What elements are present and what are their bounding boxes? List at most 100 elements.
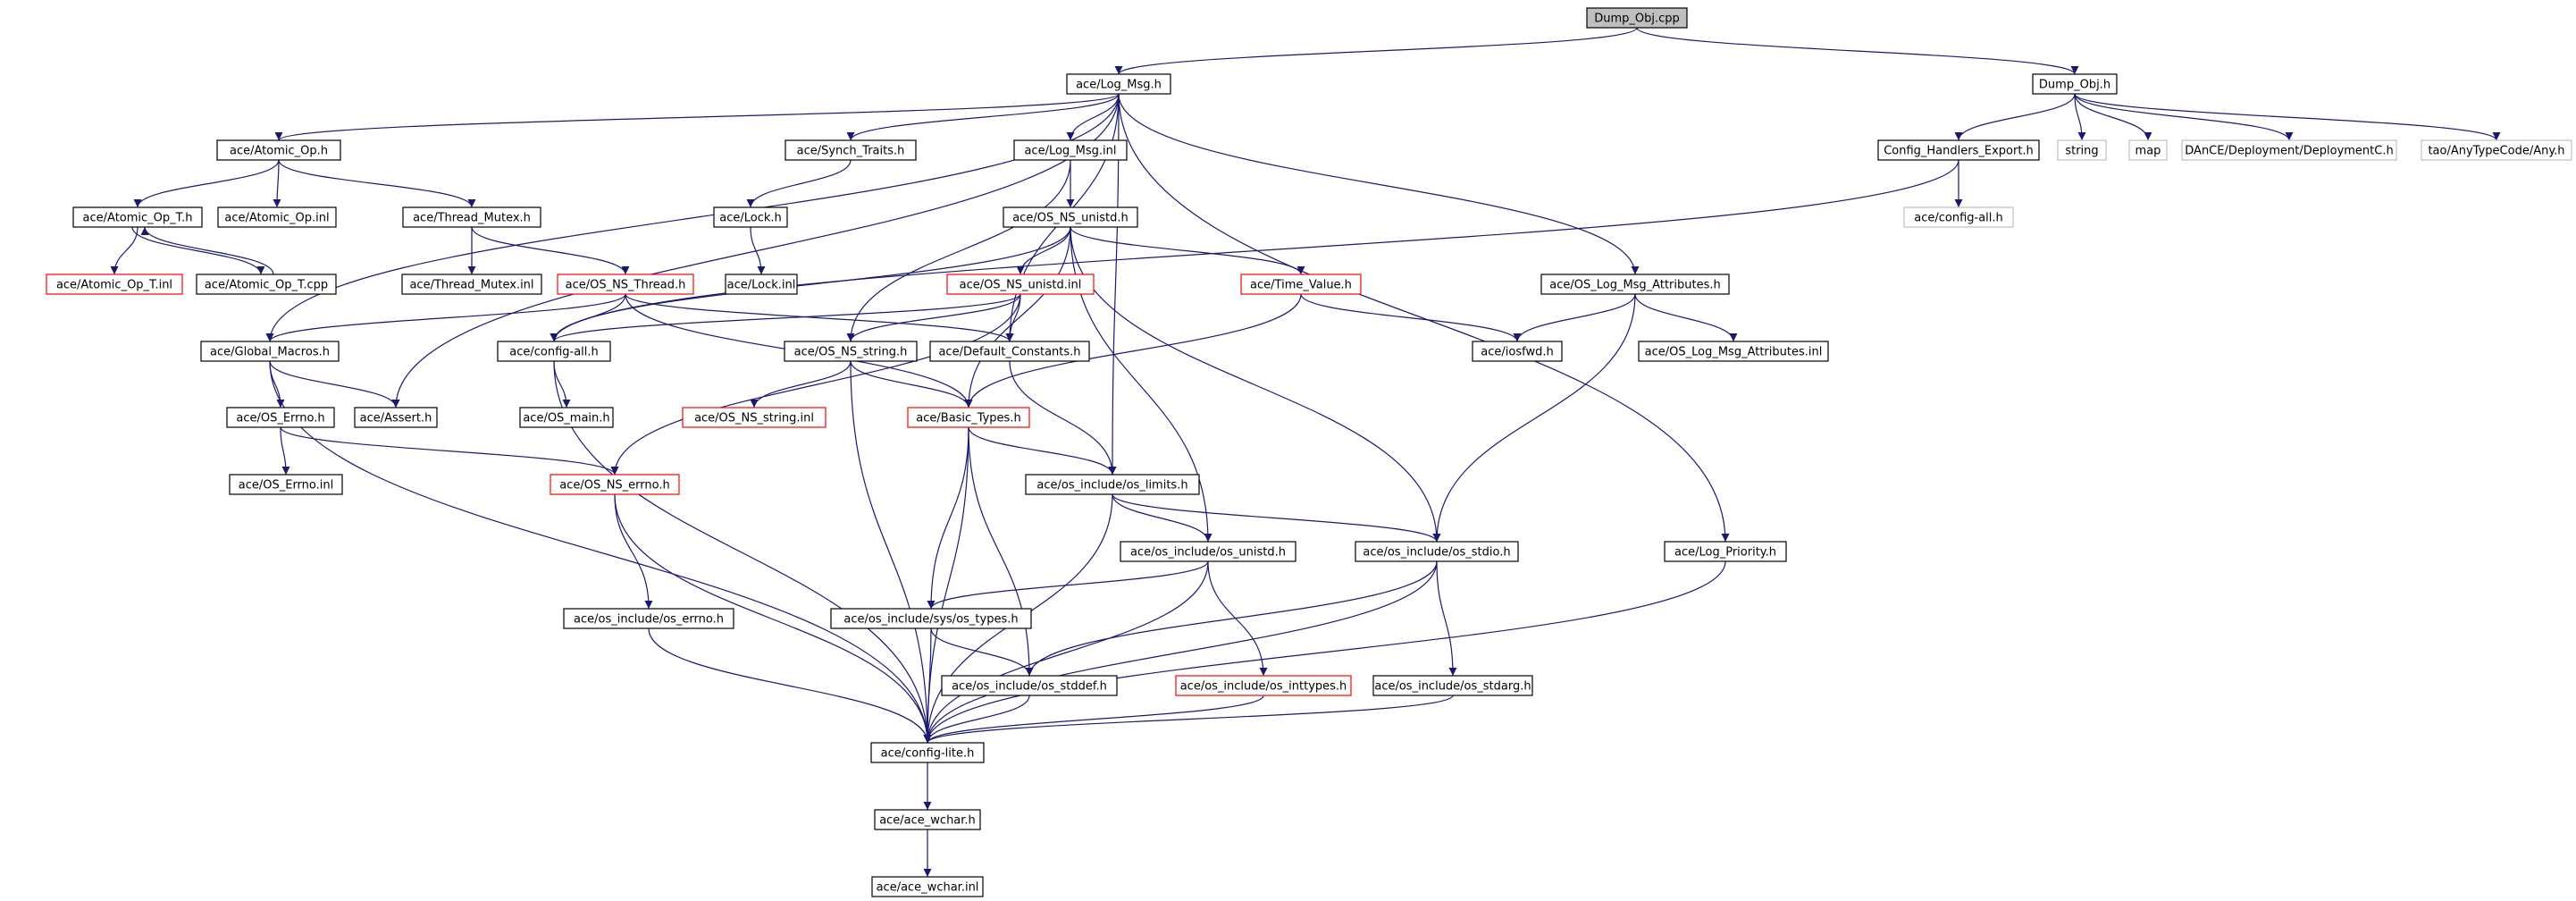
node-log_msg_h[interactable]: ace/Log_Msg.h: [1066, 73, 1171, 95]
node-label: ace/config-all.h: [1914, 212, 2003, 225]
node-os_limits_h[interactable]: ace/os_include/os_limits.h: [1025, 474, 1200, 495]
edge-os_inttypes_h-to-config_lite_h: [923, 695, 1264, 744]
node-os_ns_unistd_h[interactable]: ace/OS_NS_unistd.h: [1003, 206, 1138, 228]
node-assert_h[interactable]: ace/Assert.h: [354, 407, 438, 428]
edge-dump_obj_h-to-anytypecode_any_h: [2074, 93, 2501, 141]
edge-os_limits_h-to-os_stdio_h: [1112, 493, 1441, 543]
node-box: [1355, 541, 1519, 562]
node-dump_obj_cpp[interactable]: Dump_Obj.cpp: [1586, 7, 1688, 29]
node-label: ace/Assert.h: [360, 412, 432, 425]
node-deploymentc_h[interactable]: DAnCE/Deployment/DeploymentC.h: [2181, 139, 2397, 161]
node-os_ns_thread_h[interactable]: ace/OS_NS_Thread.h: [557, 274, 694, 295]
node-config_all_gray[interactable]: ace/config-all.h: [1903, 206, 2014, 228]
node-atomic_op_t_h[interactable]: ace/Atomic_Op_T.h: [72, 206, 203, 228]
node-os_log_msg_attributes_h[interactable]: ace/OS_Log_Msg_Attributes.h: [1540, 274, 1730, 295]
node-anytypecode_any_h[interactable]: tao/AnyTypeCode/Any.h: [2421, 139, 2572, 161]
node-atomic_op_t_cpp[interactable]: ace/Atomic_Op_T.cpp: [196, 274, 337, 295]
node-label: ace/Lock.inl: [727, 279, 796, 292]
node-os_stddef_h[interactable]: ace/os_include/os_stddef.h: [941, 675, 1118, 696]
edge-os_ns_string_h-to-config_lite_h: [850, 360, 932, 744]
node-config_lite_h[interactable]: ace/config-lite.h: [870, 742, 985, 763]
edge-os_ns_string_h-to-os_ns_string_inl: [750, 360, 852, 408]
node-os_errno_inc_h[interactable]: ace/os_include/os_errno.h: [563, 608, 734, 629]
node-box: [1066, 73, 1171, 95]
edge-log_msg_h-to-os_log_msg_attributes_h: [1118, 93, 1640, 275]
node-atomic_op_inl[interactable]: ace/Atomic_Op.inl: [217, 206, 337, 228]
node-atomic_op_t_inl[interactable]: ace/Atomic_Op_T.inl: [46, 274, 183, 295]
node-box: [519, 407, 614, 428]
node-ace_wchar_h[interactable]: ace/ace_wchar.h: [874, 809, 981, 830]
node-label: ace/OS_NS_string.inl: [694, 412, 814, 425]
node-box: [196, 274, 337, 295]
node-label: ace/OS_Log_Msg_Attributes.h: [1549, 279, 1720, 292]
node-os_errno_h[interactable]: ace/OS_Errno.h: [226, 407, 335, 428]
node-box: [563, 608, 734, 629]
edge-global_macros_h-to-os_errno_h: [269, 360, 285, 408]
edge-atomic_op_t_h-to-atomic_op_t_inl: [110, 226, 138, 275]
edge-atomic_op_h-to-atomic_op_t_h: [133, 159, 280, 208]
node-config_all_h[interactable]: ace/config-all.h: [497, 341, 611, 362]
edge-dump_obj_h-to-config_handlers_export_h: [1954, 93, 2076, 141]
node-box: [354, 407, 438, 428]
node-os_ns_errno_h[interactable]: ace/OS_NS_errno.h: [550, 474, 680, 495]
node-os_ns_unistd_inl[interactable]: ace/OS_NS_unistd.inl: [946, 274, 1095, 295]
edge-os_limits_h-to-os_unistd_h: [1112, 493, 1212, 543]
node-label: ace/ace_wchar.inl: [877, 881, 979, 895]
node-thread_mutex_inl[interactable]: ace/Thread_Mutex.inl: [401, 274, 542, 295]
node-box: [1025, 474, 1200, 495]
node-label: ace/Atomic_Op_T.h: [83, 212, 193, 225]
node-label: ace/Atomic_Op.h: [230, 145, 328, 158]
node-box: [1003, 206, 1138, 228]
node-box: [2181, 139, 2397, 161]
node-os_stdio_h[interactable]: ace/os_include/os_stdio.h: [1355, 541, 1519, 562]
node-lock_h[interactable]: ace/Lock.h: [713, 206, 788, 228]
node-label: ace/OS_Errno.inl: [239, 479, 333, 493]
node-string[interactable]: string: [2057, 139, 2107, 161]
node-os_main_h[interactable]: ace/OS_main.h: [519, 407, 614, 428]
node-lock_inl[interactable]: ace/Lock.inl: [725, 274, 798, 295]
node-default_constants_h[interactable]: ace/Default_Constants.h: [929, 341, 1090, 362]
node-label: ace/OS_NS_Thread.h: [566, 279, 686, 292]
node-atomic_op_h[interactable]: ace/Atomic_Op.h: [216, 139, 341, 161]
node-basic_types_h[interactable]: ace/Basic_Types.h: [907, 407, 1030, 428]
node-time_value_h[interactable]: ace/Time_Value.h: [1240, 274, 1362, 295]
node-label: ace/Global_Macros.h: [210, 346, 330, 359]
node-box: [1372, 675, 1533, 696]
node-label: ace/Thread_Mutex.h: [413, 212, 531, 225]
node-os_ns_string_h[interactable]: ace/OS_NS_string.h: [784, 341, 918, 362]
node-os_unistd_h[interactable]: ace/os_include/os_unistd.h: [1120, 541, 1296, 562]
edge-os_ns_unistd_h-to-time_value_h: [1070, 226, 1305, 275]
node-label: ace/Basic_Types.h: [916, 412, 1020, 425]
node-label: Dump_Obj.cpp: [1594, 13, 1680, 26]
node-box: [784, 341, 918, 362]
node-os_errno_inl[interactable]: ace/OS_Errno.inl: [229, 474, 343, 495]
file-nodes: Dump_Obj.cpp ace/Log_Msg.h Dump_Obj.h ace/A…: [46, 7, 2572, 897]
node-dump_obj_h[interactable]: Dump_Obj.h: [2032, 73, 2118, 95]
node-iosfwd_h[interactable]: ace/iosfwd.h: [1472, 341, 1563, 362]
node-os_log_msg_attributes_inl[interactable]: ace/OS_Log_Msg_Attributes.inl: [1638, 341, 1829, 362]
node-box: [557, 274, 694, 295]
node-ace_wchar_inl[interactable]: ace/ace_wchar.inl: [871, 876, 984, 897]
edge-os_unistd_h-to-config_lite_h: [923, 560, 1209, 744]
node-log_msg_inl[interactable]: ace/Log_Msg.inl: [1013, 139, 1128, 161]
node-box: [1540, 274, 1730, 295]
edge-config_all_h-to-config_lite_h: [553, 360, 932, 744]
node-global_macros_h[interactable]: ace/Global_Macros.h: [200, 341, 340, 362]
node-os_types_h[interactable]: ace/os_include/sys/os_types.h: [830, 608, 1032, 629]
edge-os_ns_unistd_inl-to-os_ns_string_h: [846, 293, 1021, 342]
node-os_ns_string_inl[interactable]: ace/OS_NS_string.inl: [682, 407, 827, 428]
edge-atomic_op_h-to-thread_mutex_h: [278, 159, 476, 208]
edge-atomic_op_t_h-to-atomic_op_t_cpp: [131, 226, 265, 275]
node-log_priority_h[interactable]: ace/Log_Priority.h: [1664, 541, 1787, 562]
node-synch_traits_h[interactable]: ace/Synch_Traits.h: [785, 139, 917, 161]
edge-log_msg_h-to-synch_traits_h: [846, 93, 1120, 141]
node-config_handlers_export_h[interactable]: Config_Handlers_Export.h: [1877, 139, 2040, 161]
node-thread_mutex_h[interactable]: ace/Thread_Mutex.h: [402, 206, 541, 228]
node-box: [1175, 675, 1352, 696]
edge-dump_obj_cpp-to-log_msg_h: [1114, 27, 1638, 75]
node-os_inttypes_h[interactable]: ace/os_include/os_inttypes.h: [1175, 675, 1352, 696]
node-map[interactable]: map: [2128, 139, 2168, 161]
node-box: [497, 341, 611, 362]
edge-log_priority_h-to-config_lite_h: [923, 560, 1726, 744]
node-os_stdarg_h[interactable]: ace/os_include/os_stdarg.h: [1372, 675, 1533, 696]
